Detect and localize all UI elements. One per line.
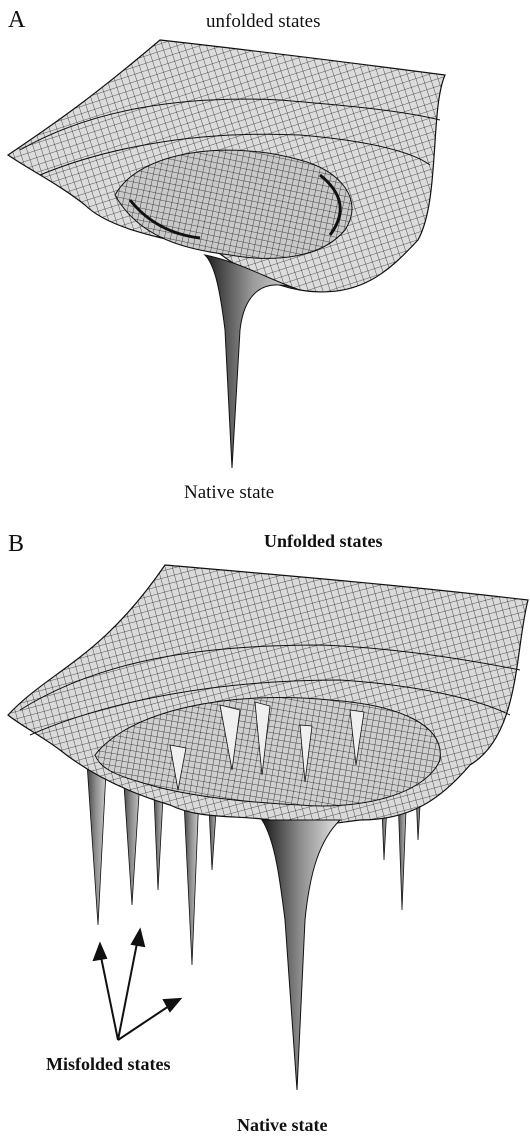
funnel-bowl: [115, 150, 352, 258]
unfolded-states-label: unfolded states: [206, 12, 321, 31]
misfolded-states-label: Misfolded states: [46, 1055, 171, 1073]
native-state-label: Native state: [184, 483, 274, 502]
funnel-landscape-b: [0, 520, 530, 1140]
panel-letter-b: B: [8, 532, 24, 556]
panel-letter-a: A: [8, 8, 25, 32]
panel-a: A unfolded states Native state: [0, 0, 530, 515]
funnel-landscape-a: [0, 0, 530, 515]
native-funnel: [262, 820, 340, 1090]
unfolded-states-label: Unfolded states: [264, 532, 383, 550]
misfolded-arrows: [94, 930, 180, 1040]
panel-b: B Unfolded states Misfolded states Nativ…: [0, 520, 530, 1140]
native-state-label: Native state: [237, 1116, 327, 1134]
